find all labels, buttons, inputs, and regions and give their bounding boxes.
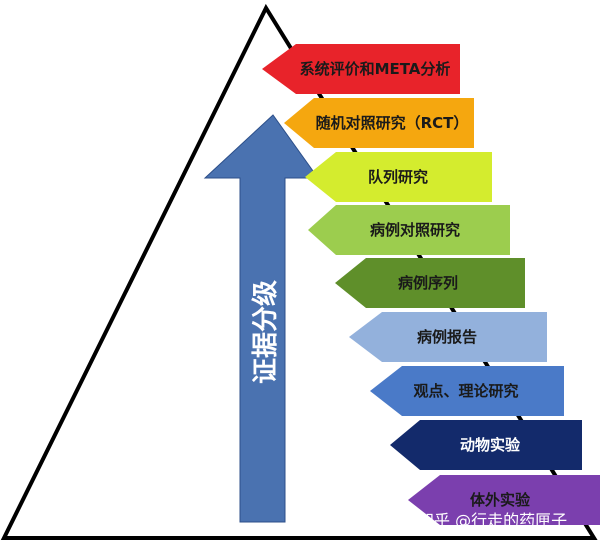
level-arrow-shape [370,366,564,416]
evidence-level-9: 体外实验 [408,475,600,525]
evidence-level-3: 队列研究 [305,152,492,202]
level-label: 体外实验 [470,491,531,509]
evidence-level-6: 病例报告 [349,312,547,362]
level-label: 观点、理论研究 [413,382,518,400]
level-arrow-shape [408,475,600,525]
level-arrow-shape [262,44,460,94]
level-label: 病例序列 [398,274,458,292]
evidence-level-1: 系统评价和META分析 [262,44,460,94]
level-arrow-shape [390,420,582,470]
evidence-level-5: 病例序列 [335,258,525,308]
level-label: 随机对照研究（RCT） [316,114,469,132]
evidence-level-8: 动物实验 [390,420,582,470]
watermark: 知乎 @行走的药匣子 [418,511,567,530]
level-arrow-shape [308,205,510,255]
level-label: 病例报告 [417,328,477,346]
level-label: 系统评价和META分析 [300,60,451,78]
axis-label: 证据分级 [250,280,281,384]
level-arrow-shape [335,258,525,308]
level-label: 队列研究 [368,168,428,186]
level-arrow-shape [284,98,474,148]
level-label: 病例对照研究 [370,221,460,239]
evidence-level-7: 观点、理论研究 [370,366,564,416]
arrow-shape [203,114,319,523]
evidence-grade-arrow: 证据分级 [203,114,319,523]
evidence-level-4: 病例对照研究 [308,205,510,255]
level-arrow-shape [305,152,492,202]
level-label: 动物实验 [460,436,521,454]
level-arrow-shape [349,312,547,362]
evidence-level-2: 随机对照研究（RCT） [284,98,474,148]
